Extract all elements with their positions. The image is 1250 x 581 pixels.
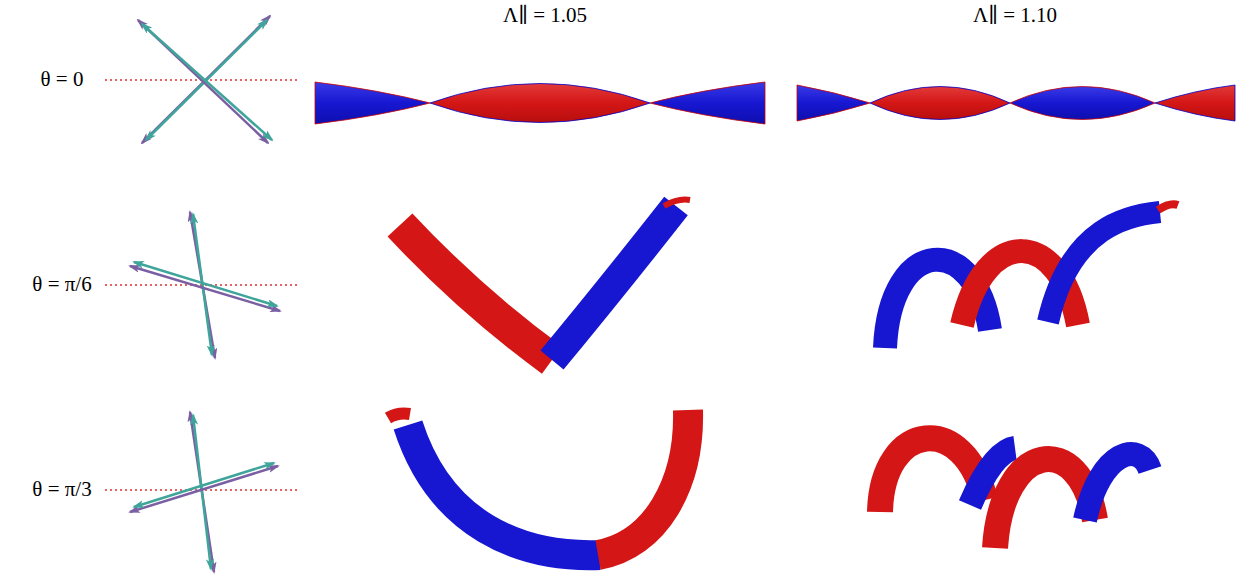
- helical-ribbon: [885, 204, 1178, 348]
- director-arrow: [130, 266, 280, 311]
- ribbon-segment: [315, 82, 430, 124]
- ribbon-segment: [430, 84, 650, 123]
- row-label: θ = 0: [41, 68, 84, 91]
- reference-line: [105, 80, 300, 490]
- ribbon-segment: [408, 425, 600, 555]
- helical-ribbon: [400, 200, 690, 360]
- ribbon-segment: [1085, 454, 1150, 520]
- ribbon-segment: [797, 85, 870, 121]
- helical-ribbon: [880, 438, 1150, 548]
- row-label: θ = π/3: [32, 478, 91, 501]
- helical-ribbon: [388, 410, 688, 555]
- ribbon-segment: [1158, 204, 1178, 210]
- director-arrow: [134, 262, 277, 306]
- ribbon-segment: [1010, 87, 1155, 120]
- ribbon-segment: [552, 206, 676, 360]
- ribbon-segment: [388, 414, 410, 419]
- ribbon-segment: [870, 87, 1010, 120]
- twisted-ribbon: [797, 85, 1235, 121]
- row-label: θ = π/6: [32, 273, 91, 296]
- ribbon-segment: [400, 225, 552, 360]
- director-arrow: [142, 24, 272, 140]
- ribbon-segment: [650, 82, 765, 124]
- director-arrow: [130, 466, 278, 512]
- ribbon-segment: [664, 200, 690, 206]
- column-header: Λ∥ = 1.05: [503, 4, 587, 27]
- ribbon-segment: [1155, 85, 1235, 121]
- director-arrow: [134, 463, 274, 507]
- director-arrows: [130, 16, 280, 572]
- column-header: Λ∥ = 1.10: [973, 4, 1057, 27]
- twisted-ribbon: [315, 82, 765, 124]
- ribbon-segment: [598, 410, 688, 555]
- ribbon-segment: [1048, 212, 1160, 322]
